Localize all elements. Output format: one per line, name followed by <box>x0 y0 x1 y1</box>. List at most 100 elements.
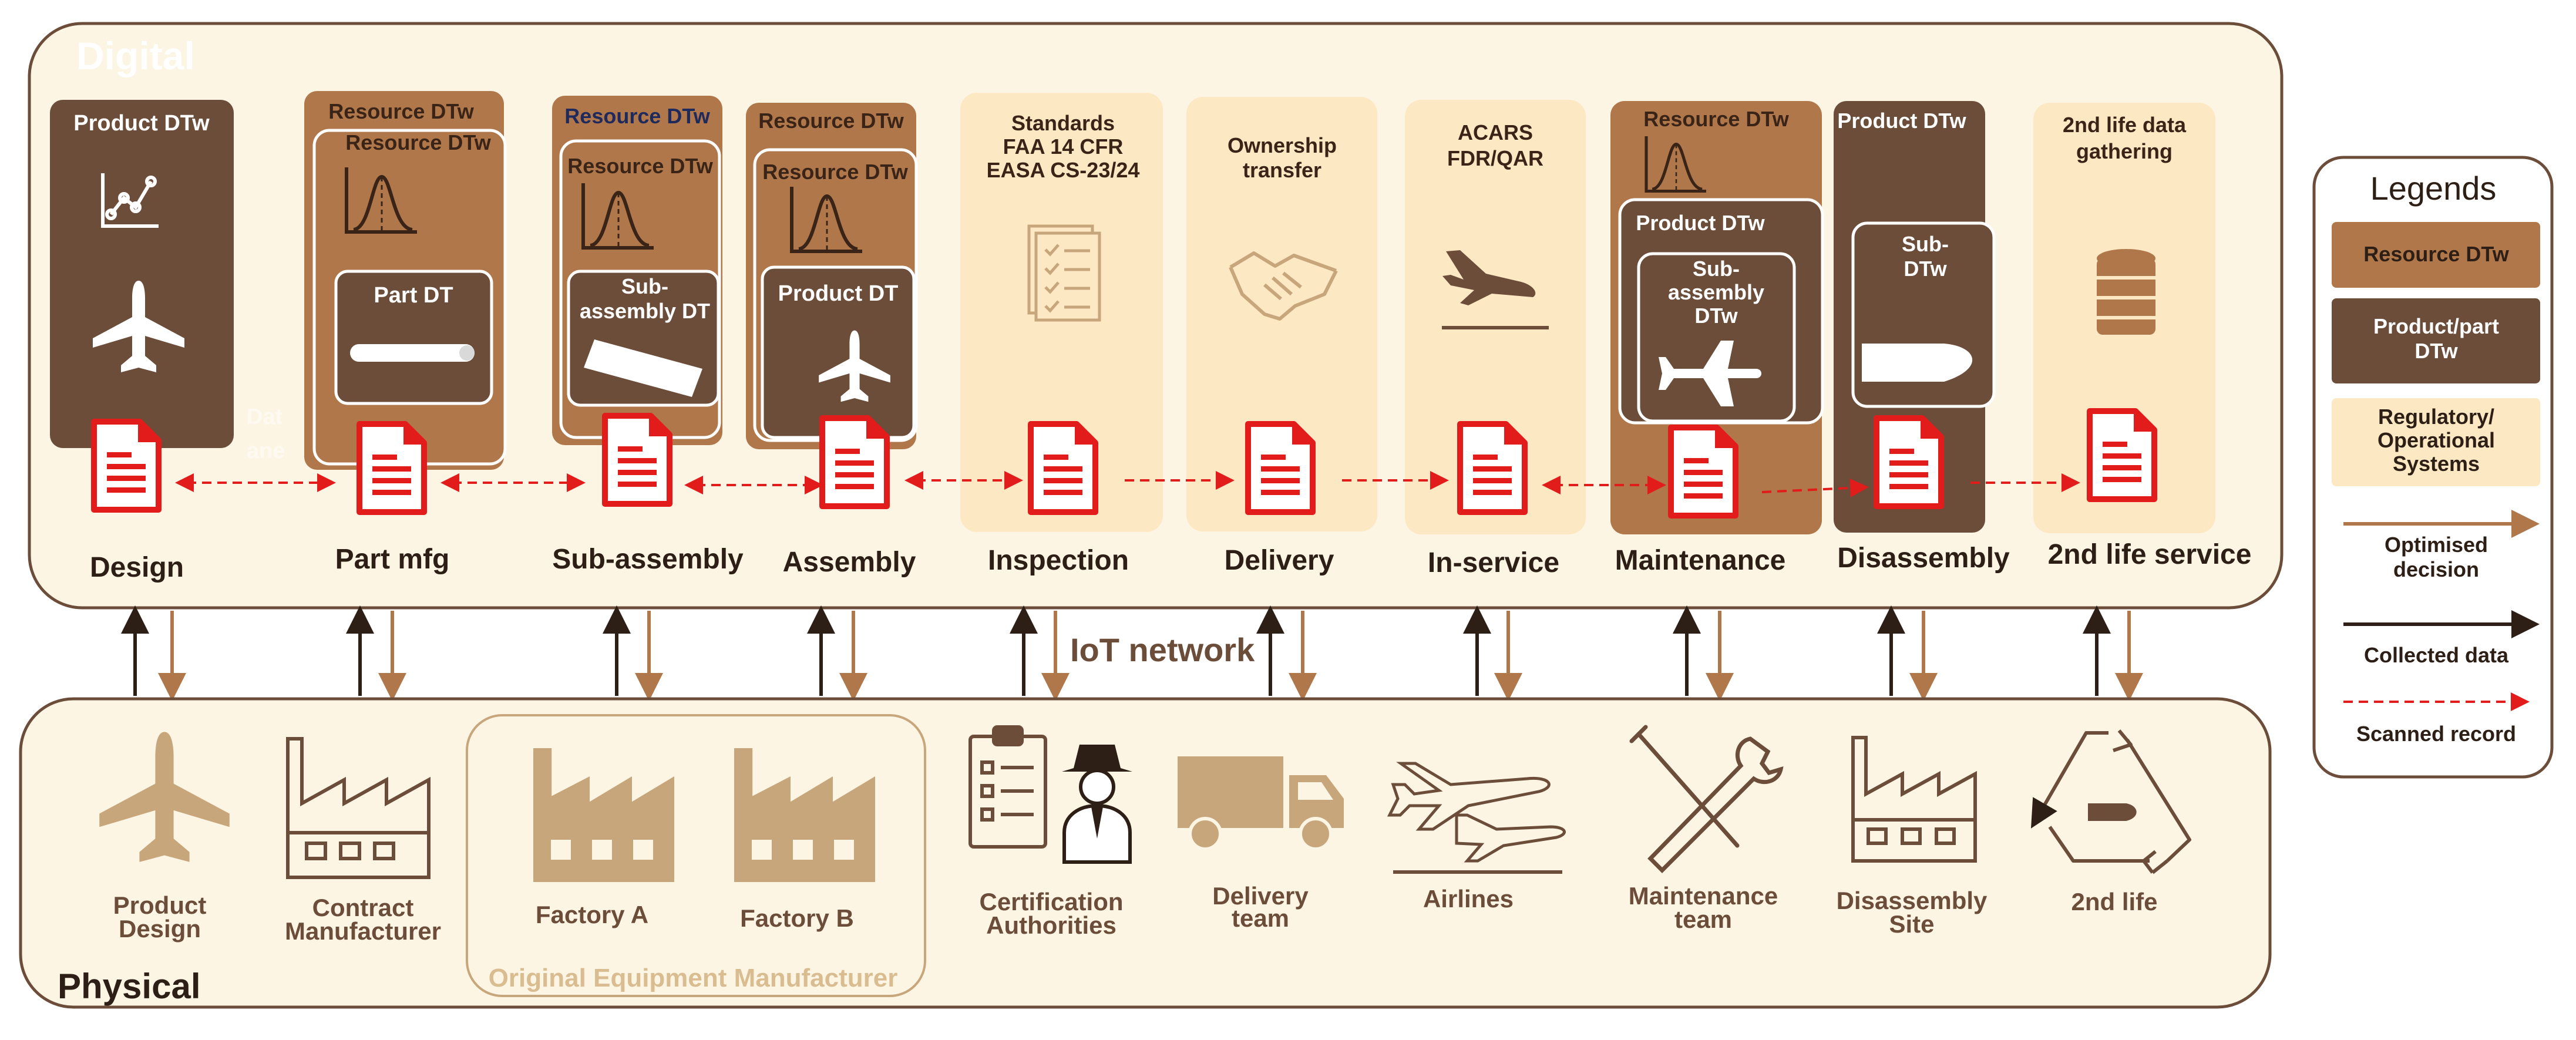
checklist-icon <box>1027 224 1101 322</box>
data-ghost-text: ane <box>247 439 285 463</box>
delivery-team-label: team <box>1232 904 1289 932</box>
sub-assembly-dtw-label: DTw <box>1694 304 1738 328</box>
document-icon <box>94 422 159 510</box>
collected-data-arrows <box>121 605 2111 696</box>
stage-label-assembly: Assembly <box>783 547 916 578</box>
sub-assembly-dtw-label: Sub- <box>1693 257 1740 281</box>
ownership-label: Ownership <box>1228 133 1337 157</box>
legend-swatch-resource <box>2332 222 2540 288</box>
recycle-icon <box>2030 729 2191 874</box>
part-dt-card <box>334 270 493 405</box>
regulatory-card-delivery <box>1186 97 1377 531</box>
sub-assembly-dt-label: assembly DT <box>580 299 710 323</box>
standards-label: Standards <box>1011 111 1115 135</box>
document-icon <box>605 416 670 504</box>
digital-label: Digital <box>76 34 195 78</box>
data-ghost-text: Dat <box>247 405 283 429</box>
product-dtw-label: Product DTw <box>1636 211 1765 235</box>
legend-regulatory-label: Operational <box>2377 428 2495 452</box>
physical-label: Physical <box>58 967 201 1006</box>
delivery-team-label: Delivery <box>1212 882 1309 910</box>
resource-dtw-label: Resource DTw <box>564 104 710 128</box>
legend-product-label: Product/part <box>2373 314 2499 338</box>
panel-part-icon <box>584 339 702 397</box>
product-dtw-card-design <box>50 100 234 448</box>
product-design-label: Product <box>113 891 207 919</box>
legend-title: Legends <box>2370 170 2497 207</box>
stage-label-part-mfg: Part mfg <box>335 544 450 575</box>
certification-label: Authorities <box>986 911 1117 939</box>
legend-product-label: DTw <box>2414 339 2458 363</box>
document-icon <box>822 418 887 506</box>
second-life-data-label: 2nd life data <box>2063 113 2187 137</box>
factory-b-label: Factory B <box>740 904 854 932</box>
certification-label: Certification <box>979 888 1123 916</box>
factory-a-label: Factory A <box>536 901 648 928</box>
factory-icon-b <box>734 748 875 882</box>
recycled-part-icon <box>2088 803 2137 821</box>
landing-plane-icon <box>1442 250 1549 329</box>
contract-manufacturer-label: Manufacturer <box>285 917 441 945</box>
legend-regulatory-label: Systems <box>2393 452 2480 476</box>
disassembly-site-label: Site <box>1889 910 1934 938</box>
factory-icon-contract <box>286 737 431 879</box>
stage-label-in-service: In-service <box>1428 547 1559 578</box>
part-dt-label: Part DT <box>374 283 453 308</box>
product-dt-label: Product DT <box>778 281 899 306</box>
sub-assembly-dtw-label: DTw <box>1904 257 1947 281</box>
document-icon <box>1876 418 1941 506</box>
resource-dtw-label: Resource DTw <box>1643 107 1789 131</box>
fuselage-part-icon <box>1862 344 1973 382</box>
document-icon <box>1460 424 1525 512</box>
document-icon <box>1031 424 1095 512</box>
product-dtw-label: Product DTw <box>73 111 210 136</box>
database-icon <box>2097 249 2155 335</box>
product-design-label: Design <box>119 915 201 943</box>
factory-icon-a <box>533 748 674 882</box>
stage-label-delivery: Delivery <box>1225 545 1334 576</box>
legend-scanned-label: Scanned record <box>2356 722 2516 746</box>
second-life-label: 2nd life <box>2071 888 2157 916</box>
resource-dtw-label: Resource DTw <box>345 130 491 154</box>
document-icon <box>1248 424 1313 512</box>
part-cylinder-icon <box>350 344 475 362</box>
legend-regulatory-label: Regulatory/ <box>2378 405 2494 429</box>
stage-label-sub-assembly: Sub-assembly <box>552 544 744 575</box>
stage-label-design: Design <box>90 552 184 583</box>
stage-label-second-life: 2nd life service <box>2048 539 2252 570</box>
tools-icon <box>1629 725 1784 873</box>
resource-dtw-label: Resource DTw <box>328 99 474 123</box>
legend-optimised-label: decision <box>2393 557 2479 581</box>
iot-network-label: IoT network <box>1070 631 1255 668</box>
document-icon <box>1671 428 1736 516</box>
legend-collected-label: Collected data <box>2364 643 2509 667</box>
truck-icon <box>1178 756 1344 851</box>
stage-label-disassembly: Disassembly <box>1837 543 2010 574</box>
document-icon <box>2090 411 2154 499</box>
resource-dtw-label: Resource DTw <box>758 109 904 133</box>
stage-label-inspection: Inspection <box>988 545 1129 576</box>
stage-label-maintenance: Maintenance <box>1615 545 1786 576</box>
disassembly-site-label: Disassembly <box>1837 887 1988 914</box>
airlines-label: Airlines <box>1423 885 1514 913</box>
regulatory-card-in-service <box>1405 100 1586 534</box>
easa-label: EASA CS-23/24 <box>987 158 1140 182</box>
sub-assembly-dtw-label: Sub- <box>1902 232 1949 256</box>
resource-dtw-label: Resource DTw <box>567 154 713 178</box>
airlines-icon <box>1387 762 1566 874</box>
faa-label: FAA 14 CFR <box>1003 134 1124 159</box>
ownership-label: transfer <box>1243 158 1321 182</box>
sub-assembly-dtw-label: assembly <box>1668 280 1764 304</box>
contract-manufacturer-label: Contract <box>312 894 414 921</box>
legend-optimised-label: Optimised <box>2385 533 2488 557</box>
inspector-icon <box>1062 745 1132 864</box>
clipboard-icon <box>968 725 1047 849</box>
scanned-record-arrow <box>1761 478 1869 497</box>
trend-chart-icon <box>101 173 159 228</box>
second-life-data-label: gathering <box>2076 139 2173 163</box>
legend-swatch-regulatory <box>2332 398 2540 486</box>
sub-assembly-dtw-card <box>1637 252 1796 423</box>
legend-resource-label: Resource DTw <box>2363 242 2509 266</box>
fdr-qar-label: FDR/QAR <box>1447 146 1543 170</box>
